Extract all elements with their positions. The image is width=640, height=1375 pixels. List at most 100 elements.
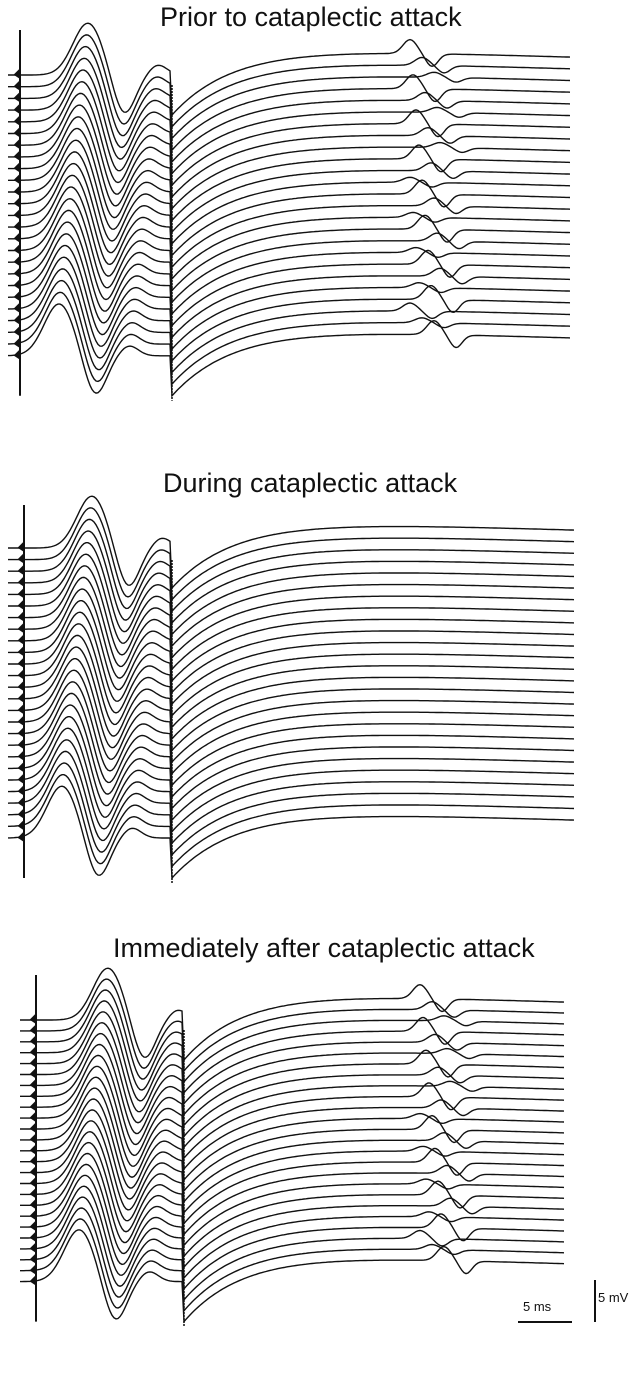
trace-line <box>8 69 571 164</box>
panel-title-after: Immediately after cataplectic attack <box>113 933 535 963</box>
trace-line <box>8 669 575 764</box>
stimulus-tick <box>17 737 25 750</box>
trace-line <box>8 774 575 869</box>
trace-line <box>8 611 575 706</box>
stimulus-tick <box>13 173 21 185</box>
trace-line <box>20 1152 565 1248</box>
trace-line <box>8 45 571 141</box>
trace-line <box>8 104 571 199</box>
stimulus-tick <box>29 1241 37 1253</box>
stimulus-tick <box>29 1121 37 1133</box>
stimulus-tick <box>29 1132 37 1144</box>
stimulus-tick <box>17 784 25 796</box>
trace-line <box>8 162 571 258</box>
stimulus-tick <box>13 184 21 196</box>
trace-line <box>20 967 565 1062</box>
stimulus-tick <box>29 1034 37 1046</box>
trace-line <box>8 588 575 683</box>
trace-line <box>8 553 575 648</box>
trace-panel-during <box>7 495 575 883</box>
stimulus-tick <box>29 1187 37 1199</box>
stimulus-tick <box>13 231 21 243</box>
trace-line <box>20 1000 565 1095</box>
stimulus-tick <box>17 645 25 657</box>
stimulus-tick <box>17 679 25 692</box>
trace-line <box>20 1032 565 1128</box>
stimulus-tick <box>29 1165 37 1177</box>
trace-line <box>8 704 575 799</box>
trace-line <box>8 692 575 787</box>
stimulus-tick <box>29 1110 37 1123</box>
trace-line <box>8 57 571 152</box>
stimulus-tick <box>13 336 21 349</box>
stimulus-tick <box>29 1099 37 1112</box>
trace-line <box>7 244 571 340</box>
trace-line <box>8 634 575 729</box>
stimulus-tick <box>29 1230 37 1242</box>
trace-line <box>8 92 571 187</box>
stimulus-tick <box>13 278 21 290</box>
stimulus-tick <box>17 598 25 610</box>
trace-line <box>8 646 575 741</box>
trace-line <box>20 1011 565 1106</box>
stimulus-tick <box>17 714 25 726</box>
scale-bar-voltage-label: 5 mV <box>598 1290 629 1305</box>
trace-line <box>7 750 575 845</box>
trace-line <box>8 233 571 328</box>
stimulus-tick <box>29 1056 37 1068</box>
trace-line <box>8 600 575 695</box>
trace-line <box>20 1185 565 1280</box>
trace-line <box>8 151 571 246</box>
stimulus-tick <box>17 621 25 634</box>
trace-line <box>20 1218 565 1313</box>
trace-line <box>20 1021 565 1117</box>
trace-line <box>8 739 575 834</box>
trace-line <box>20 1174 565 1269</box>
trace-line <box>8 127 571 223</box>
trace-line <box>8 22 571 117</box>
trace-line <box>8 303 571 398</box>
trace-line <box>8 174 571 269</box>
stimulus-tick <box>17 772 25 784</box>
stimulus-tick <box>17 795 25 808</box>
stimulus-tick <box>17 703 25 715</box>
stimulus-tick <box>13 348 21 360</box>
trace-line <box>8 785 575 880</box>
trace-line <box>20 1087 565 1182</box>
stimulus-tick <box>13 102 21 115</box>
stimulus-tick <box>13 149 21 161</box>
stimulus-tick <box>13 114 21 126</box>
trace-line <box>8 34 571 129</box>
stimulus-tick <box>17 830 25 842</box>
stimulus-tick <box>13 313 21 325</box>
stimulus-tick <box>13 243 21 255</box>
stimulus-tick <box>13 208 21 220</box>
stimulus-tick <box>29 1089 37 1101</box>
trace-line <box>8 542 575 637</box>
stimulus-tick <box>29 1078 37 1090</box>
stimulus-tick <box>13 79 21 91</box>
trace-line <box>8 186 571 281</box>
stimulus-tick <box>29 1154 37 1166</box>
trace-line <box>8 139 571 234</box>
trace-line <box>8 80 571 176</box>
trace-line <box>20 1130 565 1226</box>
trace-line <box>20 1065 565 1160</box>
trace-line <box>20 1207 565 1302</box>
trace-line <box>8 716 575 811</box>
trace-line <box>20 1076 565 1171</box>
stimulus-tick <box>13 254 21 267</box>
stimulus-tick <box>17 749 25 761</box>
trace-line <box>8 658 575 753</box>
stimulus-tick <box>17 761 25 773</box>
trace-line <box>20 1054 565 1149</box>
stimulus-tick <box>29 1208 37 1221</box>
trace-line <box>8 209 571 304</box>
trace-line <box>8 681 575 776</box>
trace-line <box>7 256 571 351</box>
scale-bar <box>518 1280 596 1323</box>
stimulus-tick <box>17 819 25 831</box>
trace-line <box>20 978 565 1073</box>
stimulus-tick <box>17 552 25 564</box>
trace-line <box>20 1229 565 1324</box>
